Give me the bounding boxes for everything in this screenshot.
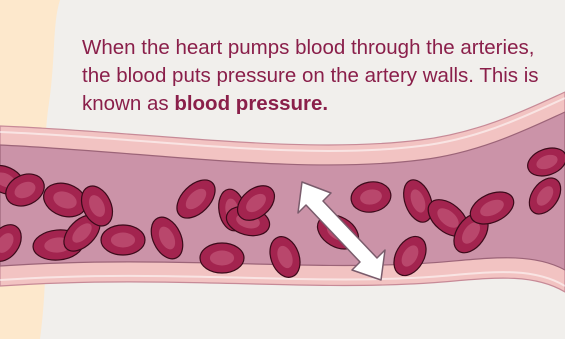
- caption: When the heart pumps blood through the a…: [82, 34, 552, 118]
- caption-emphasis: blood pressure.: [174, 92, 328, 115]
- red-blood-cell-center: [210, 251, 234, 266]
- red-blood-cell: [200, 243, 244, 273]
- red-blood-cell-center: [111, 233, 135, 248]
- red-blood-cell: [101, 225, 145, 255]
